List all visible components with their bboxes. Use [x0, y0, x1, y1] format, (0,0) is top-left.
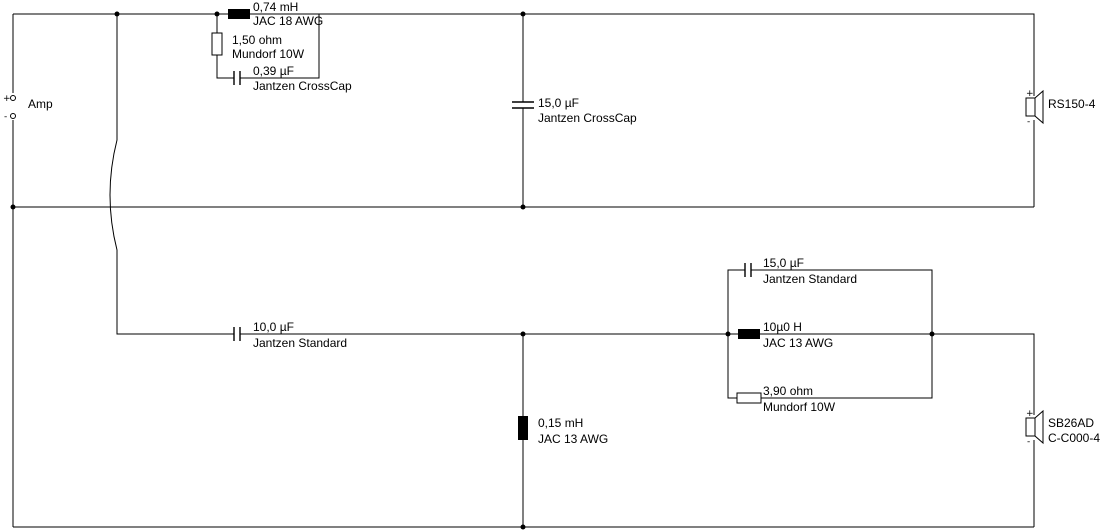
junction-dots [10, 11, 935, 530]
speaker-icon [1025, 97, 1036, 117]
tweeter-capacitor-value: 0,39 µF [253, 64, 294, 78]
wires [12, 13, 1035, 528]
tweeter-shunt-capacitor: 15,0 µF Jantzen CrossCap [512, 96, 637, 125]
trap-inductor-value: 10µ0 H [763, 320, 802, 334]
wire-trap-res-right [761, 334, 933, 399]
tweeter-resistor-value: 1,50 ohm [232, 33, 282, 47]
trap-inductor: 10µ0 H JAC 13 AWG [738, 320, 833, 350]
trap-capacitor: 15,0 µF Jantzen Standard [744, 256, 857, 286]
woofer-driver-name-line1: SB26AD [1048, 416, 1094, 430]
junction-dot [520, 204, 526, 210]
tweeter-shunt-cap-part: Jantzen CrossCap [538, 111, 637, 125]
trap-inductor-part: JAC 13 AWG [763, 336, 833, 350]
tweeter-resistor-part: Mundorf 10W [232, 47, 305, 61]
amp-label: Amp [28, 97, 53, 111]
wire-trap-res-left [727, 334, 737, 399]
tweeter-capacitor-part: Jantzen CrossCap [253, 79, 352, 93]
woofer-series-cap-part: Jantzen Standard [253, 336, 347, 350]
wire-crossover-to-woofer [109, 14, 234, 335]
inductor-symbol [738, 329, 760, 339]
woofer-plus-sign: + [1026, 409, 1034, 419]
tweeter-capacitor: 0,39 µF Jantzen CrossCap [233, 64, 352, 93]
tweeter-shunt-cap-value: 15,0 µF [538, 96, 579, 110]
amp-minus-terminal [10, 113, 16, 119]
junction-dot [10, 204, 16, 210]
junction-dot [725, 331, 731, 337]
wire-woofer-right [760, 333, 1035, 415]
junction-dot [520, 331, 526, 337]
wire-res-bottom [216, 55, 234, 79]
junction-dot [929, 331, 935, 337]
amp-plus-sign: + [3, 94, 11, 104]
junction-dot [214, 11, 220, 17]
speaker-icon [1025, 417, 1036, 437]
amp-terminals: + - Amp [3, 94, 53, 122]
trap-resistor-value: 3,90 ohm [763, 384, 813, 398]
wire-top-right [250, 13, 1035, 96]
tweeter-inductor-part: JAC 18 AWG [253, 14, 323, 28]
inductor-symbol [518, 416, 528, 440]
wire-cap-right [240, 14, 320, 79]
tweeter-driver: + - RS150-4 [1025, 89, 1096, 127]
woofer-driver: + - SB26AD C-C000-4 [1025, 409, 1100, 447]
inductor-symbol [228, 9, 250, 19]
resistor-symbol [211, 32, 223, 56]
woofer-shunt-ind-part: JAC 13 AWG [538, 432, 608, 446]
wire-trap-cap-left [727, 269, 745, 334]
tweeter-plus-sign: + [1026, 89, 1034, 99]
junction-dot [520, 524, 526, 530]
tweeter-minus-sign: - [1027, 117, 1030, 127]
junction-dot [114, 11, 120, 17]
tweeter-inductor-value: 0,74 mH [253, 0, 298, 14]
tweeter-inductor: 0,74 mH JAC 18 AWG [228, 0, 323, 28]
trap-cap-part: Jantzen Standard [763, 272, 857, 286]
woofer-series-capacitor: 10,0 µF Jantzen Standard [233, 320, 347, 350]
resistor-symbol [736, 392, 762, 404]
tweeter-driver-name: RS150-4 [1048, 97, 1096, 111]
woofer-driver-name-line2: C-C000-4 [1048, 431, 1100, 445]
trap-resistor-part: Mundorf 10W [763, 400, 836, 414]
amp-plus-terminal [10, 95, 16, 101]
woofer-minus-sign: - [1027, 437, 1030, 447]
speaker-cone-icon [1034, 89, 1044, 125]
trap-resistor: 3,90 ohm Mundorf 10W [736, 384, 836, 414]
woofer-shunt-inductor: 0,15 mH JAC 13 AWG [518, 416, 608, 446]
woofer-shunt-ind-value: 0,15 mH [538, 416, 583, 430]
junction-dot [520, 11, 526, 17]
trap-cap-value: 15,0 µF [763, 256, 804, 270]
woofer-series-cap-value: 10,0 µF [253, 320, 294, 334]
amp-minus-sign: - [4, 112, 7, 122]
wire-trap-cap-right [751, 269, 933, 334]
speaker-cone-icon [1034, 409, 1044, 445]
tweeter-resistor: 1,50 ohm Mundorf 10W [211, 32, 305, 61]
